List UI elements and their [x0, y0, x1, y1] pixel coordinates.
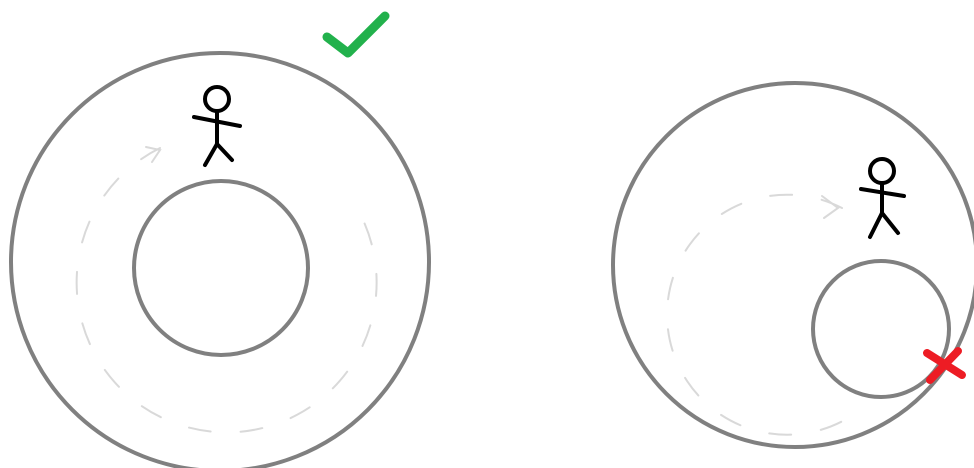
motion-arrowhead-hint [822, 196, 838, 218]
outer-circle [11, 53, 429, 468]
stick-figure-icon [194, 87, 240, 165]
motion-path-hint [667, 195, 860, 435]
panel-concentric [11, 16, 429, 468]
stick-figure-icon [861, 159, 904, 237]
inner-circle [134, 181, 308, 355]
check-icon [327, 16, 385, 53]
panel-offset [613, 83, 974, 447]
motion-path-hint [77, 148, 377, 432]
outer-circle [613, 83, 974, 447]
